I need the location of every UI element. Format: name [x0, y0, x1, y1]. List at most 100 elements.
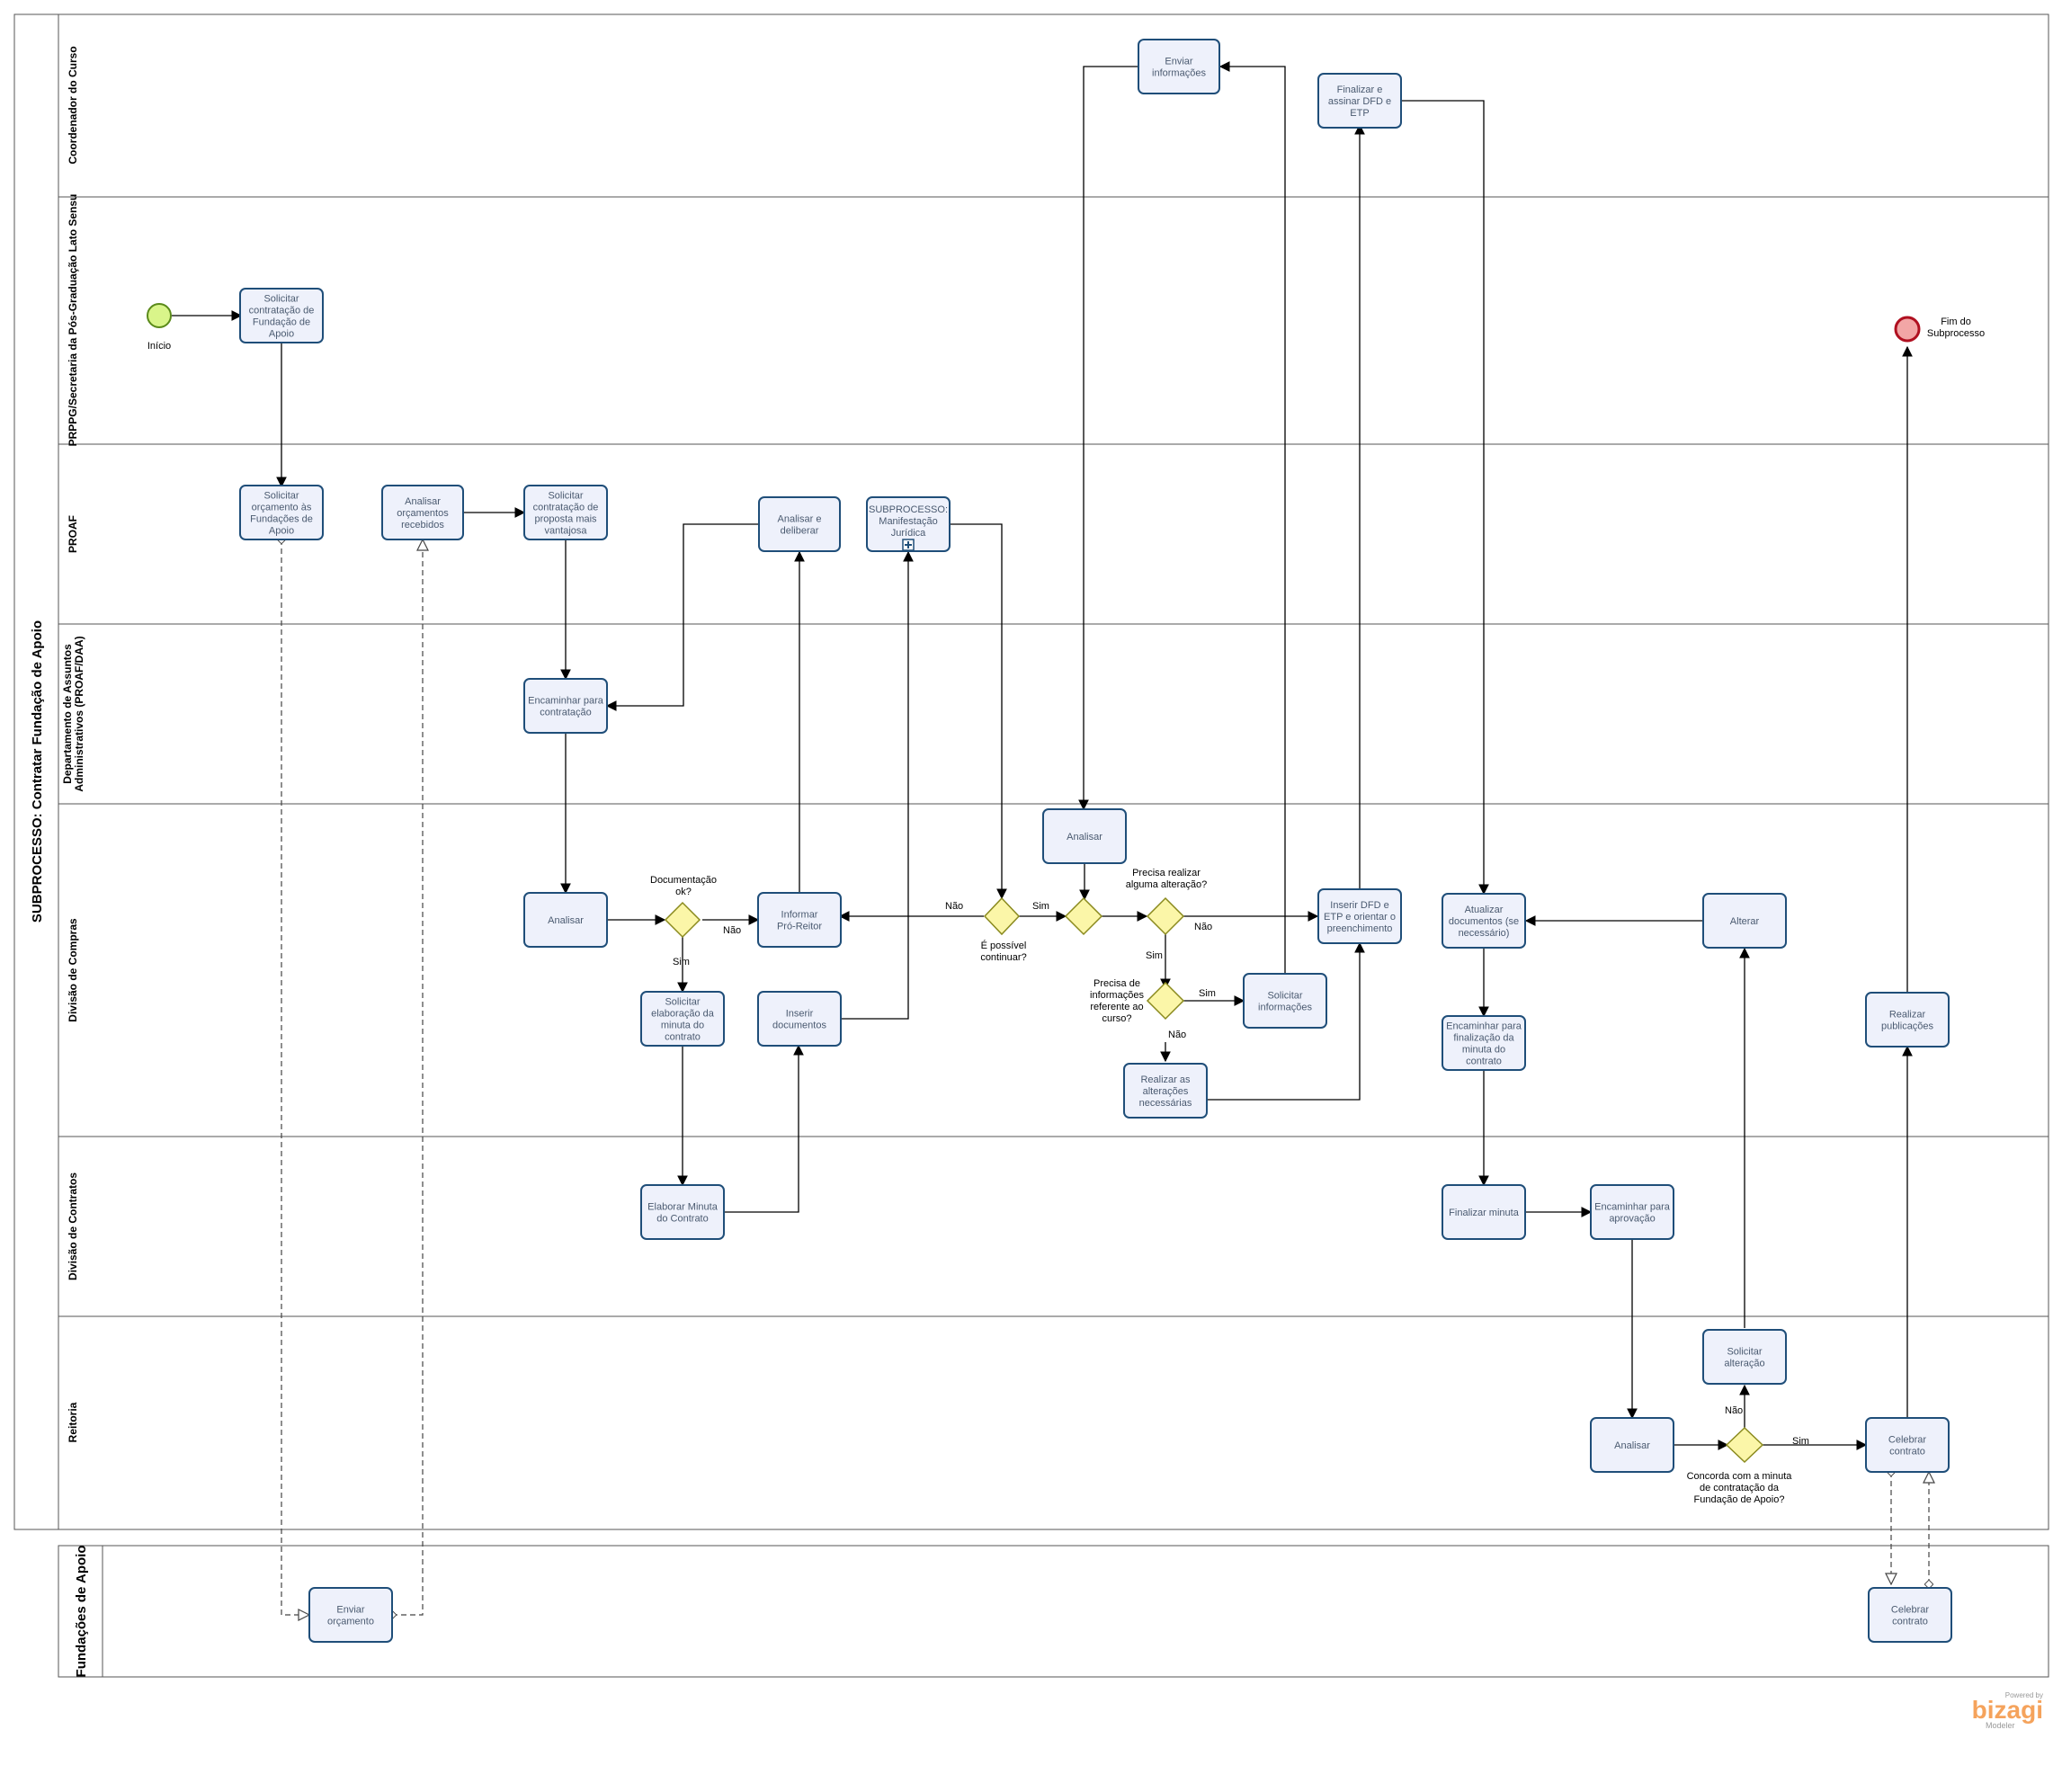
brand-product: Modeler — [1986, 1721, 2015, 1730]
gateway-realizar-alteracao — [1146, 896, 1185, 936]
lane-divisao-compras: Divisão de Compras — [67, 918, 79, 1022]
task-analisar-reitoria: Analisar — [1590, 1417, 1674, 1473]
task-alterar: Alterar — [1702, 893, 1787, 949]
task-label: Alterar — [1730, 916, 1760, 927]
start-event-label: Início — [147, 341, 171, 352]
gateway-concorda-minuta — [1725, 1426, 1764, 1464]
gateway-possivel-continuar — [983, 896, 1021, 936]
flow-label-sim: Sim — [673, 957, 690, 967]
task-label: Analisar — [548, 915, 584, 926]
flow-label-nao: Não — [1194, 922, 1212, 932]
flow-label-sim: Sim — [1032, 901, 1049, 912]
flow-label-sim: Sim — [1199, 988, 1216, 999]
gateway-merge — [1064, 896, 1103, 936]
lane-reitoria: Reitoria — [67, 1402, 79, 1442]
lane-prppg: PRPPG/Secretaria da Pós-Graduação Lato S… — [67, 194, 79, 447]
gateway-documentacao-ok — [664, 901, 701, 939]
lane-proaf: PROAF — [67, 515, 79, 553]
task-label: Finalizar minuta — [1449, 1208, 1520, 1218]
task-label: Analisar — [1614, 1440, 1650, 1451]
external-pool-title: Fundações de Apoio — [74, 1546, 89, 1678]
flow-label-sim: Sim — [1792, 1436, 1809, 1447]
lane-divisao-contratos: Divisão de Contratos — [67, 1172, 79, 1280]
flow-label-nao: Não — [1725, 1405, 1743, 1416]
pool-title: SUBPROCESSO: Contratar Fundação de Apoio — [30, 620, 45, 923]
start-event — [147, 303, 172, 328]
flow-label-nao: Não — [1168, 1030, 1186, 1040]
message-flows — [281, 539, 1929, 1615]
gateway-precisa-informacoes — [1146, 981, 1185, 1021]
lane-daa: Departamento de AssuntosAdministrativos … — [61, 636, 85, 791]
main-pool: SUBPROCESSO: Contratar Fundação de Apoio… — [13, 13, 2049, 1530]
flow-label-sim: Sim — [1146, 950, 1163, 961]
brand-powered-by: Powered by — [2005, 1691, 2043, 1699]
sequence-flows — [172, 61, 1913, 1450]
task-analisar-compras2: Analisar — [1042, 808, 1127, 864]
task-finalizar-minuta: Finalizar minuta — [1442, 1184, 1526, 1240]
lane-coordenador: Coordenador do Curso — [67, 46, 79, 164]
flow-label-nao: Não — [945, 901, 963, 912]
brand-name: bizagi — [1972, 1696, 2043, 1724]
bizagi-logo: Powered by bizagi Modeler — [1972, 1691, 2043, 1730]
external-pool: Fundações de Apoio — [58, 1545, 2049, 1678]
task-analisar-compras: Analisar — [523, 892, 608, 948]
task-label: Analisar — [1067, 832, 1102, 843]
end-event — [1894, 316, 1921, 343]
